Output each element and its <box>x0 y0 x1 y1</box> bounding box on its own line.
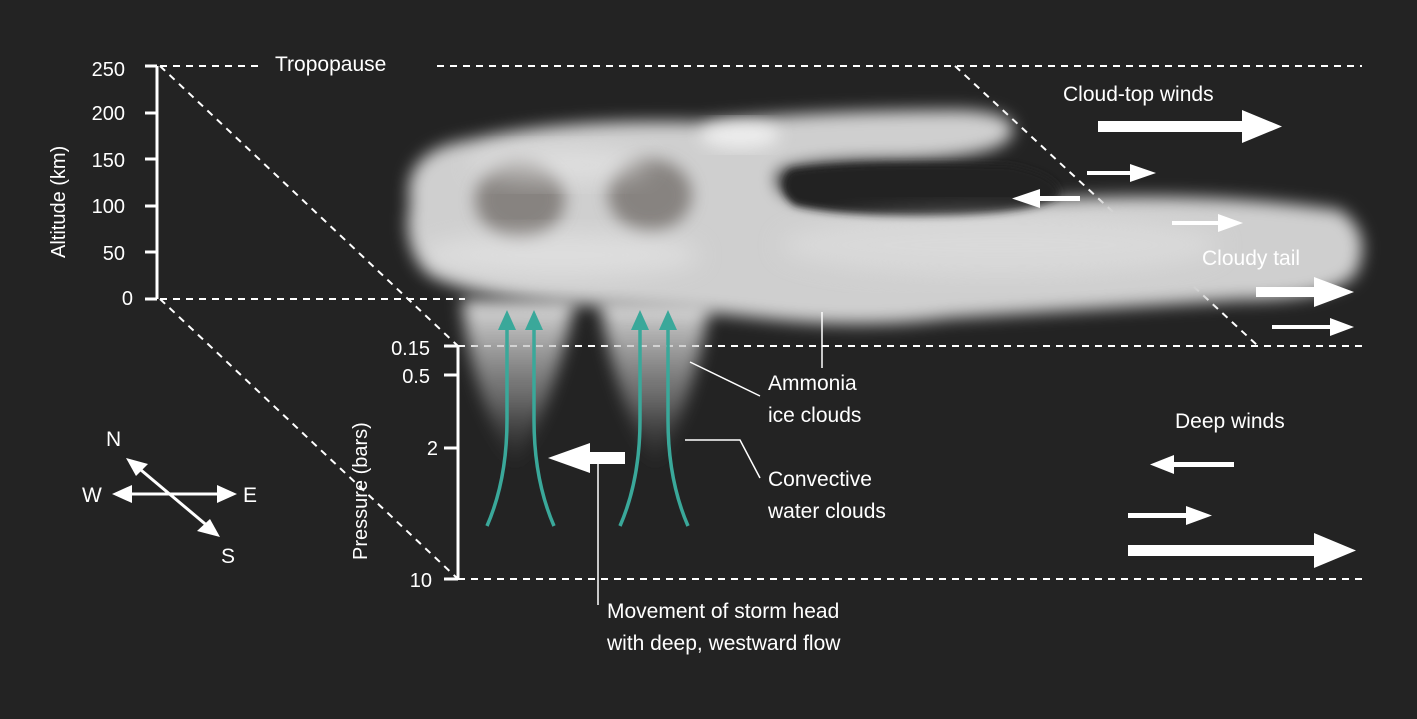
plume-left <box>462 300 575 470</box>
compass-north: N <box>106 428 122 451</box>
storm-cloud <box>407 110 1363 324</box>
pressure-tick: 0.5 <box>402 366 430 388</box>
storm-movement-label-line1: Movement of storm head <box>607 600 840 623</box>
altitude-tick: 100 <box>91 196 125 218</box>
compass-west: W <box>82 484 102 507</box>
updraft-arrows <box>485 322 690 527</box>
compass-east: E <box>243 484 258 507</box>
storm-head-arrow <box>548 443 625 473</box>
altitude-tick: 150 <box>91 150 125 172</box>
ct-arrow-1-shaft <box>1098 121 1246 132</box>
pressure-tick: 0.15 <box>391 338 430 360</box>
altitude-axis <box>145 64 159 301</box>
tropopause-label: Tropopause <box>275 53 387 76</box>
callout-lines <box>597 312 823 605</box>
pressure-tick: 10 <box>409 570 432 592</box>
deep-wind-arrows <box>1128 455 1356 568</box>
convective-label-line2: water clouds <box>768 500 886 523</box>
convective-label-line1: Convective <box>768 468 872 491</box>
diagonal-upper-left <box>159 65 459 347</box>
updraft-arrow-4 <box>666 322 690 527</box>
ammonia-label-line2: ice clouds <box>768 404 862 427</box>
plume-right <box>600 300 710 470</box>
cloud-top-wind-arrows <box>1012 110 1354 336</box>
updraft-arrow-2 <box>532 322 556 527</box>
altitude-tick: 200 <box>91 103 125 125</box>
updraft-arrow-3 <box>618 322 642 527</box>
altitude-tick: 0 <box>121 288 133 310</box>
deep-winds-label: Deep winds <box>1175 410 1285 433</box>
pressure-axis <box>444 344 460 581</box>
diagonal-lower-left <box>159 298 459 580</box>
updraft-arrow-1 <box>485 322 509 527</box>
convective-plumes <box>462 300 710 470</box>
pressure-axis-title: Pressure (bars) <box>350 422 372 560</box>
cloud-shadow-right <box>608 159 692 231</box>
cloud-gap <box>783 163 1060 216</box>
altitude-tick: 50 <box>102 243 125 265</box>
ammonia-callout-d <box>689 361 761 397</box>
pressure-tick: 2 <box>426 438 438 460</box>
cloudy-tail-label: Cloudy tail <box>1202 247 1301 270</box>
ct-arrow-1-head <box>1242 110 1282 143</box>
compass-south: S <box>221 545 236 568</box>
cloud-top-winds-label: Cloud-top winds <box>1063 83 1214 106</box>
ammonia-label-line1: Ammonia <box>768 372 857 395</box>
storm-movement-label-line2: with deep, westward flow <box>607 632 841 655</box>
compass-arrows <box>130 463 222 530</box>
convective-callout <box>685 439 761 479</box>
altitude-tick: 250 <box>91 59 125 81</box>
